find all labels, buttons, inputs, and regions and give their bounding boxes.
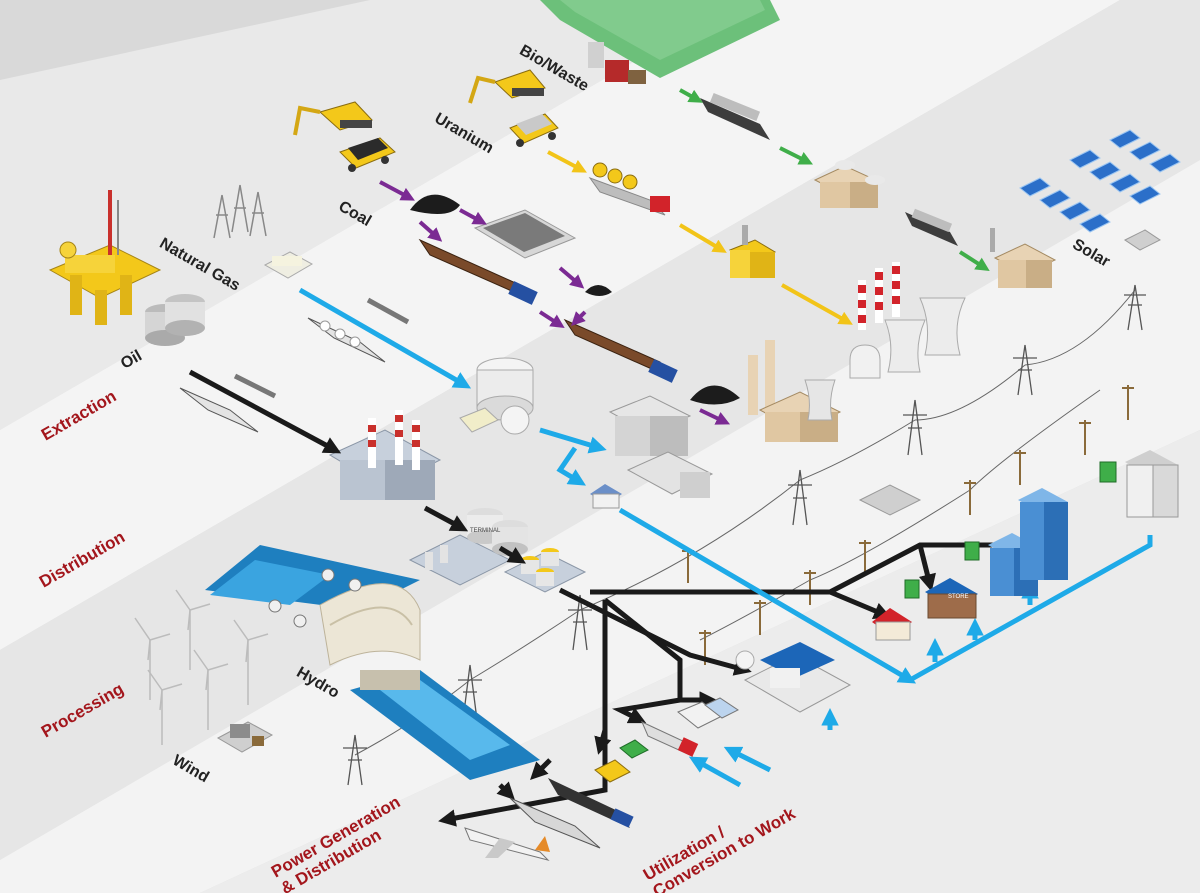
- tower-icon: [1124, 284, 1146, 331]
- coal-power-plant: [748, 340, 842, 442]
- truck-icon: [641, 720, 699, 758]
- office-towers: [988, 450, 1179, 596]
- gas-derricks: [213, 184, 267, 239]
- coal-flow: [379, 180, 731, 425]
- biofuel-plant: [813, 160, 885, 208]
- band-processing: [0, 0, 1200, 860]
- uranium-truck: [588, 162, 670, 216]
- store-sign: STORE: [948, 594, 969, 600]
- wind-turbine-icon: [147, 669, 183, 745]
- dump-trucks: [339, 113, 559, 172]
- bulldozer-icon: [594, 759, 631, 783]
- tower-icon: [568, 594, 592, 651]
- bio-tanker-trucks: [700, 92, 958, 246]
- gas-station: [735, 642, 852, 713]
- oil-tanks: [145, 294, 205, 346]
- oil-flow: [188, 369, 1010, 827]
- dump-truck-icon: [509, 113, 559, 147]
- gas-house: [590, 484, 622, 509]
- bio-flow: [679, 88, 990, 272]
- wind-turbine-icon: [233, 619, 269, 705]
- ships-and-pipelines: [179, 297, 410, 433]
- substations: [858, 229, 1161, 599]
- gas-processing-facility: [608, 395, 714, 498]
- nuclear-power-plant: [849, 262, 966, 379]
- vehicles: [464, 697, 739, 861]
- tractor-icon: [619, 739, 649, 759]
- dump-truck-icon: [339, 137, 396, 172]
- airplane-icon: [464, 827, 550, 861]
- excavators: [293, 69, 546, 136]
- wind-turbine-icon: [134, 617, 171, 700]
- tower-icon: [458, 664, 482, 721]
- uranium-processing-building: [728, 225, 777, 278]
- wind-turbine-icon: [175, 589, 211, 670]
- gas-flow: [298, 287, 1153, 788]
- wind-substation: [216, 721, 274, 753]
- uranium-flow: [547, 150, 853, 325]
- biomass-power-plant: [990, 228, 1057, 288]
- coal-trains: [418, 238, 678, 383]
- tower-icon: [343, 734, 367, 786]
- excavator-icon: [293, 101, 373, 136]
- houses: STORE: [872, 578, 978, 641]
- wind-turbine-icon: [193, 649, 229, 730]
- train-icon: [548, 778, 634, 828]
- car-icon: [704, 697, 739, 719]
- tower-icon: [1013, 344, 1037, 396]
- wind-turbines: [134, 589, 269, 745]
- coal-barge: [473, 209, 577, 259]
- oil-refinery: [328, 410, 442, 500]
- terminal-sign: TERMINAL: [470, 528, 501, 534]
- lng-terminal: [459, 357, 534, 435]
- cargo-ship-icon: [509, 797, 601, 849]
- excavator-icon: [468, 69, 546, 104]
- transmission-towers: [343, 284, 1146, 786]
- coal-piles: [410, 194, 740, 405]
- power-lines: [354, 289, 1136, 756]
- hydro-dam: [205, 545, 540, 780]
- bio-farm: [588, 42, 646, 84]
- tower-icon: [903, 399, 927, 456]
- tower-icon: [788, 469, 812, 526]
- oil-platform: [48, 190, 162, 325]
- crop-field: [540, 0, 780, 78]
- gas-processing-unit: [263, 251, 314, 279]
- solar-farm: [1019, 129, 1181, 233]
